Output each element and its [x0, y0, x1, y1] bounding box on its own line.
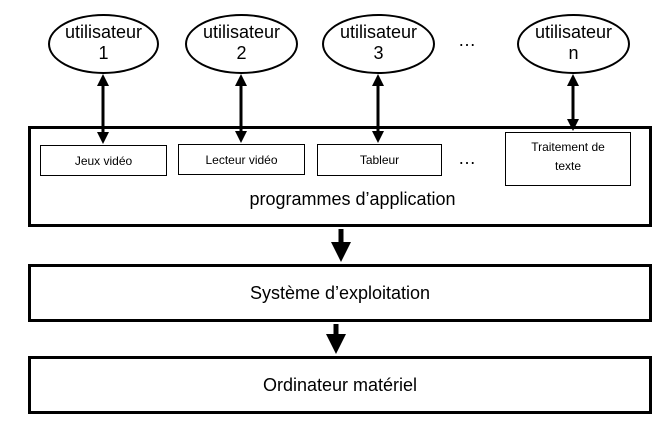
user-node-1: utilisateur 1 [48, 14, 159, 74]
user-number: 2 [236, 43, 247, 63]
operating-system-layer: Système d’exploitation [28, 264, 652, 322]
app-box-games: Jeux vidéo [40, 145, 167, 176]
user-name: utilisateur [534, 22, 613, 42]
user-name: utilisateur [339, 22, 418, 42]
user-node-3: utilisateur 3 [322, 14, 435, 74]
user-node-n: utilisateur n [517, 14, 630, 74]
applications-ellipsis: … [458, 148, 477, 168]
user-number: 1 [98, 43, 109, 63]
user-name: utilisateur [64, 22, 143, 42]
user-number: 3 [373, 43, 384, 63]
users-ellipsis: … [458, 30, 477, 50]
application-programs-label: programmes d’application [249, 189, 456, 209]
hardware-layer: Ordinateur matériel [28, 356, 652, 414]
user-name: utilisateur [202, 22, 281, 42]
user-node-2: utilisateur 2 [185, 14, 298, 74]
user-number: n [568, 43, 579, 63]
app-box-spreadsheet: Tableur [317, 144, 442, 176]
app-box-video-player: Lecteur vidéo [178, 144, 305, 175]
